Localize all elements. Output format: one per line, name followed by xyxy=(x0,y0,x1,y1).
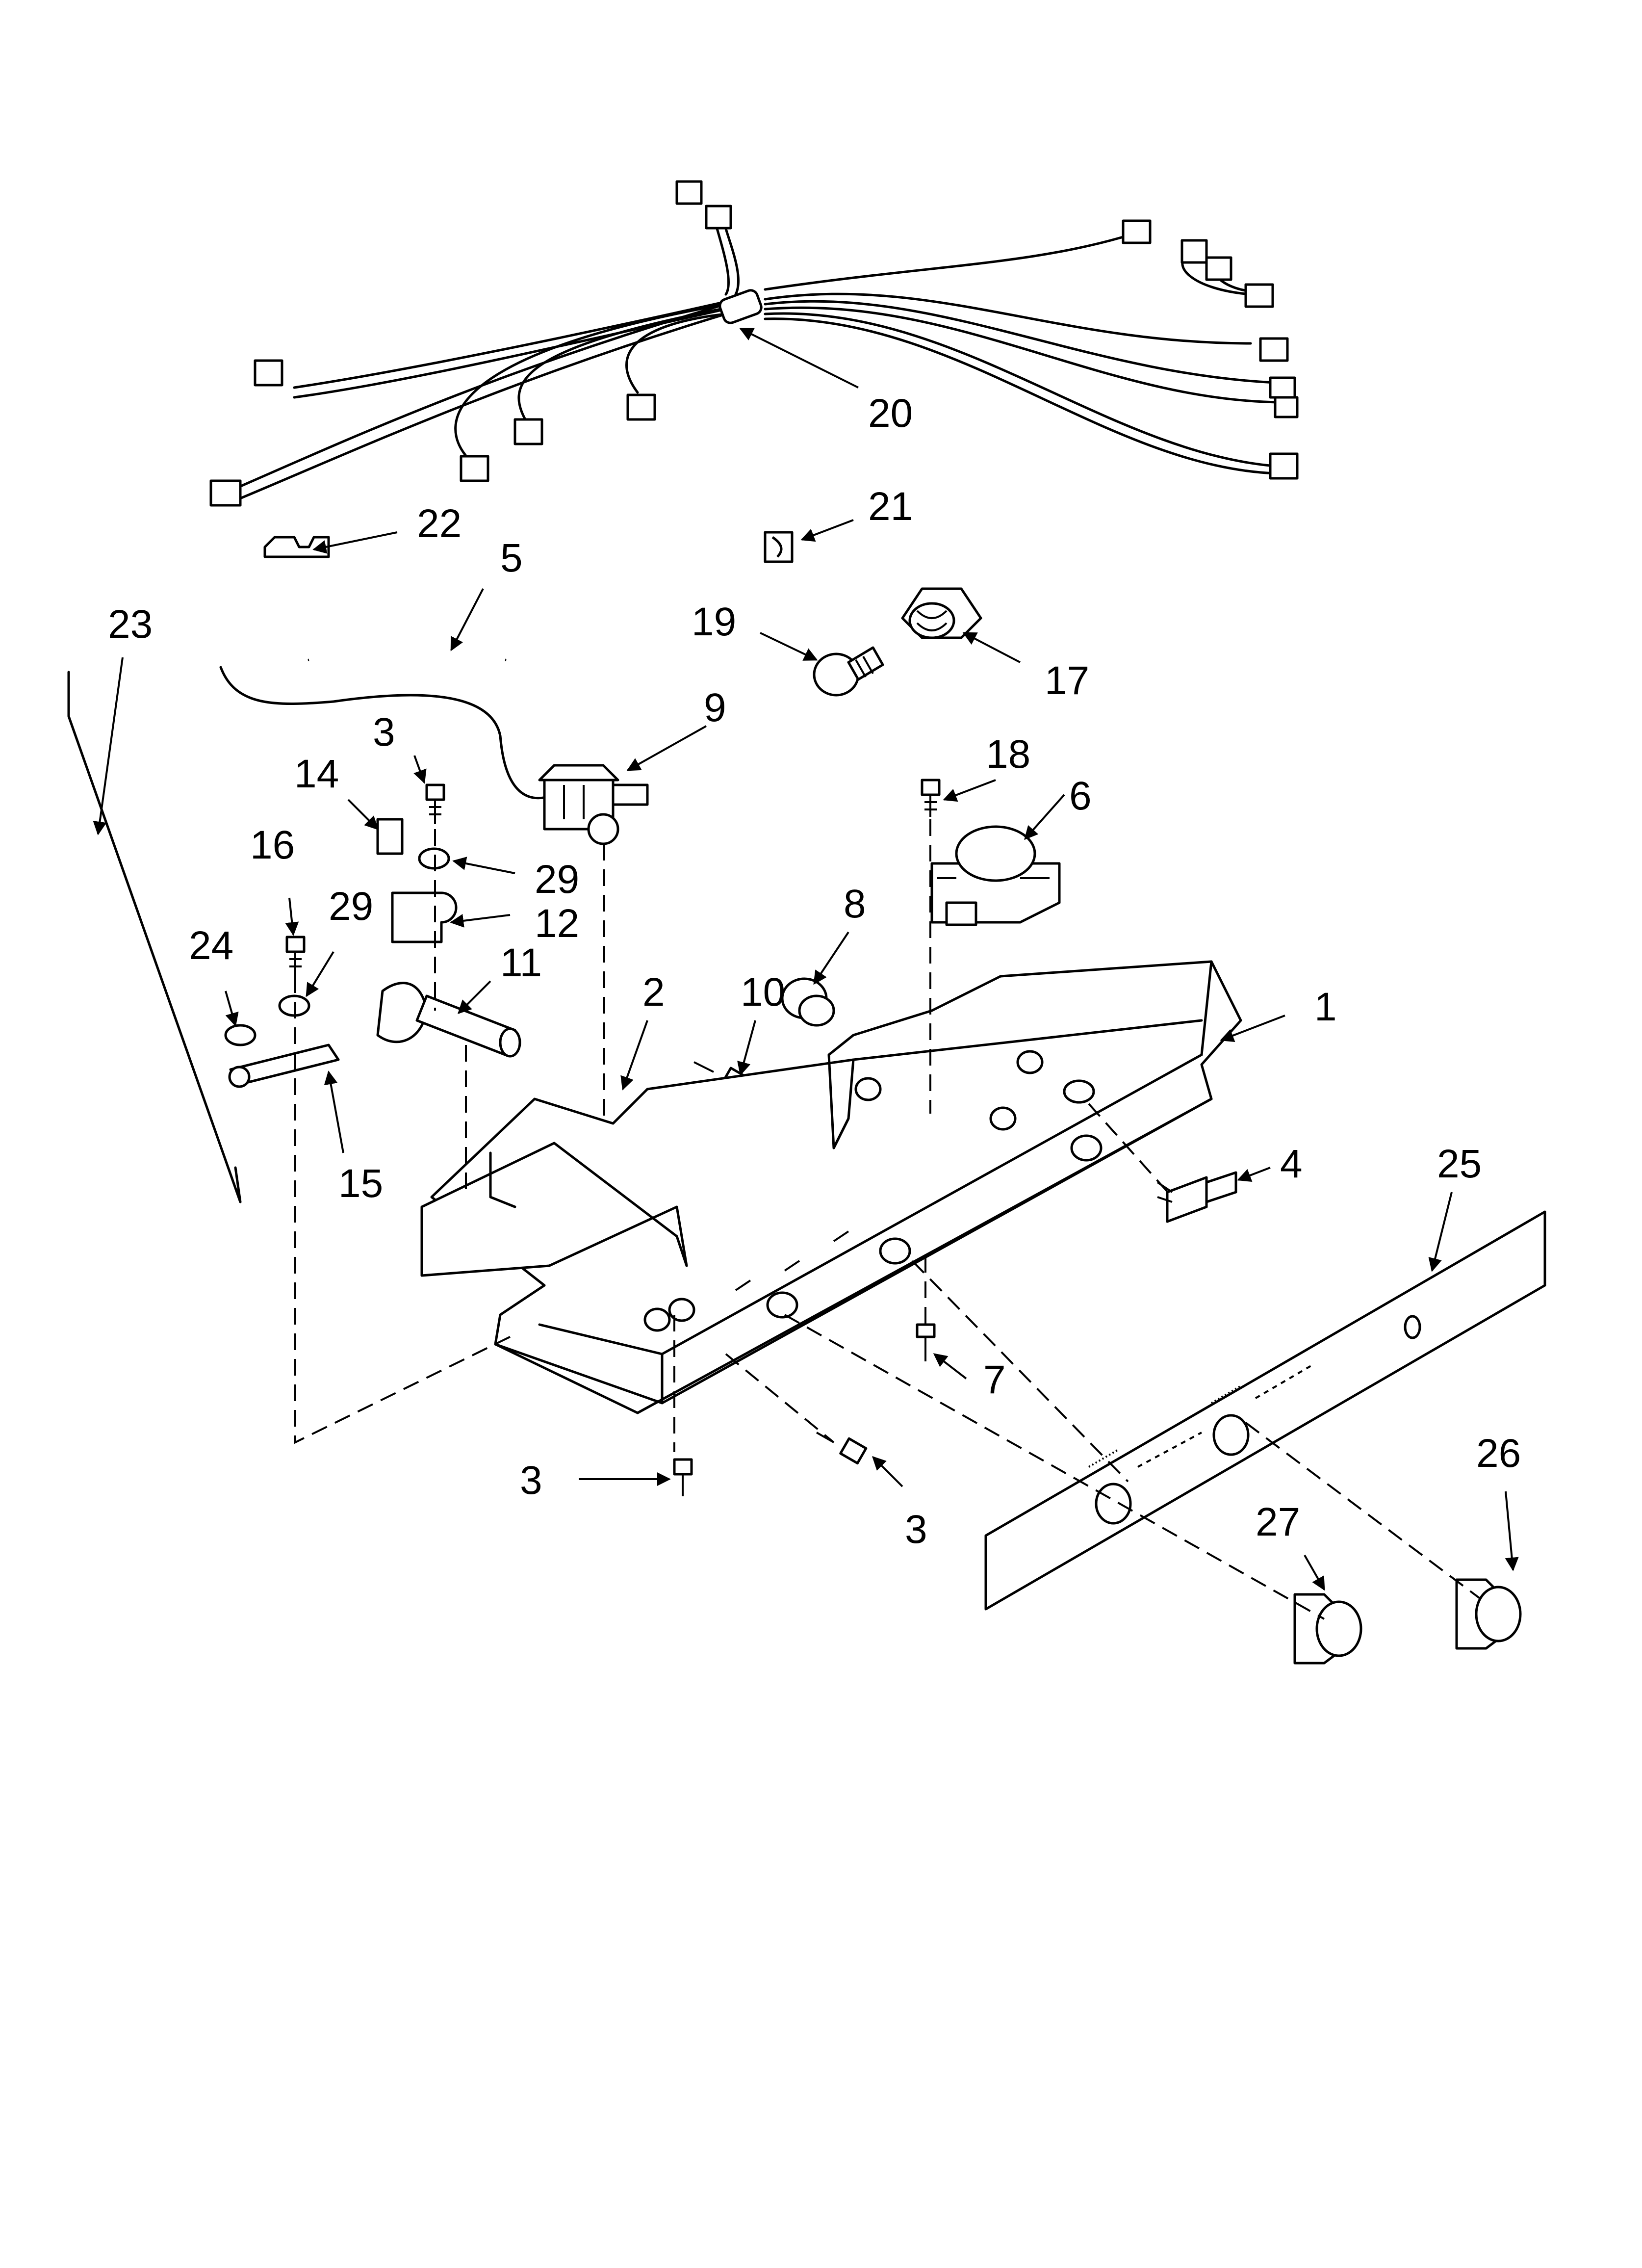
callout-12: 12 xyxy=(535,901,579,946)
callout-22: 22 xyxy=(417,501,462,546)
screw xyxy=(916,1323,936,1361)
washer xyxy=(224,1024,257,1046)
callout-29: 29 xyxy=(329,884,373,929)
callout-16: 16 xyxy=(250,823,295,867)
callout-20: 20 xyxy=(868,391,913,436)
screw xyxy=(425,783,445,824)
callout-2: 2 xyxy=(642,970,665,1015)
screw xyxy=(921,779,941,817)
screw xyxy=(673,1458,693,1496)
callout-18: 18 xyxy=(986,732,1030,777)
callout-25: 25 xyxy=(1437,1142,1482,1186)
switch xyxy=(1156,1171,1237,1223)
cover xyxy=(420,1142,688,1277)
callout-3: 3 xyxy=(905,1507,927,1552)
screw xyxy=(285,936,306,976)
callout-24: 24 xyxy=(189,923,233,968)
assembly-lines xyxy=(294,819,1482,1620)
callout-7: 7 xyxy=(983,1357,1006,1402)
callout-17: 17 xyxy=(1045,658,1089,703)
callout-6: 6 xyxy=(1069,774,1092,818)
callout-9: 9 xyxy=(704,685,726,730)
callout-3: 3 xyxy=(373,710,395,755)
callout-3: 3 xyxy=(520,1458,542,1503)
clip xyxy=(376,818,404,855)
knob xyxy=(1293,1593,1362,1665)
callout-19: 19 xyxy=(692,600,736,644)
callout-27: 27 xyxy=(1256,1500,1300,1544)
rod xyxy=(219,666,565,800)
harness-clip xyxy=(263,536,330,558)
callout-labels: 20 21 22 5 23 19 17 9 3 18 14 6 16 29 29… xyxy=(108,391,1521,1552)
callout-26: 26 xyxy=(1476,1431,1521,1476)
callout-15: 15 xyxy=(338,1161,383,1206)
light-socket xyxy=(901,587,982,639)
leader-arrows xyxy=(93,328,1519,1591)
callout-23: 23 xyxy=(108,602,153,647)
plug xyxy=(781,977,835,1027)
wiring-harness xyxy=(209,180,1299,507)
callout-1: 1 xyxy=(1314,985,1337,1029)
callout-5: 5 xyxy=(500,536,523,580)
callout-8: 8 xyxy=(844,882,866,926)
screw xyxy=(816,1432,868,1465)
callout-29: 29 xyxy=(535,857,579,902)
panel xyxy=(984,1210,1546,1611)
damper-arm-pivot xyxy=(228,1066,251,1088)
callout-21: 21 xyxy=(868,484,913,529)
control-knob xyxy=(376,982,521,1058)
light-bulb xyxy=(813,646,884,697)
defrost-timer xyxy=(930,825,1061,926)
bracket xyxy=(391,891,458,943)
tube-inner xyxy=(308,649,506,662)
knob xyxy=(1455,1578,1522,1650)
callout-10: 10 xyxy=(741,970,785,1015)
callout-4: 4 xyxy=(1280,1142,1303,1186)
callout-11: 11 xyxy=(500,940,542,985)
callout-14: 14 xyxy=(294,752,339,796)
rod xyxy=(67,671,242,1203)
thermostat xyxy=(538,764,649,845)
control-housing xyxy=(430,960,1242,1414)
clip xyxy=(764,531,794,563)
